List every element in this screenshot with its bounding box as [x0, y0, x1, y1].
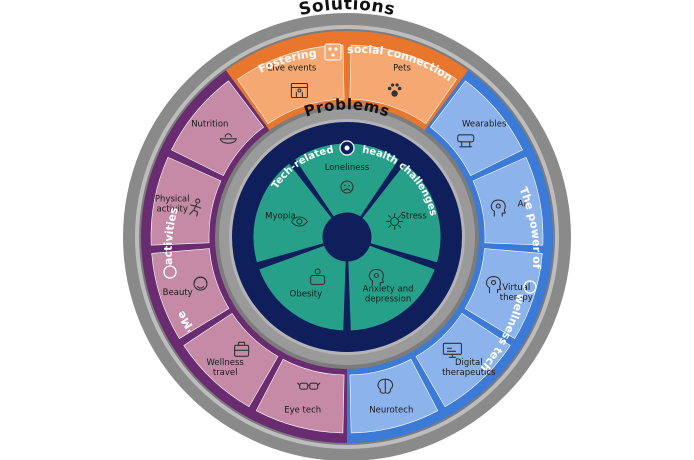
- solution-label-wearables: Wearables: [462, 120, 507, 130]
- eye-tech-icon: [297, 382, 321, 390]
- myopia-icon: [290, 216, 308, 227]
- solution-segment-digital-therapeutics: [415, 312, 511, 408]
- solution-label-pets: Pets: [393, 64, 411, 74]
- solution-segment-physical-activity: [150, 156, 222, 246]
- solution-segment-ai: [472, 156, 544, 246]
- solution-segment-eye-tech: [255, 358, 345, 434]
- solution-segment-live-events: [237, 44, 345, 125]
- anxiety-and-depression-icon: [368, 268, 384, 287]
- wellness-travel-icon: [234, 341, 250, 357]
- smartwatch-icon: [523, 280, 537, 294]
- problem-segment-loneliness: [293, 142, 401, 218]
- live-events-icon: [290, 82, 308, 99]
- problem-segment-stress: [361, 162, 442, 264]
- solution-label-neurotech: Neurotech: [369, 405, 413, 415]
- solution-segment-beauty: [151, 248, 230, 339]
- stress-icon: [386, 212, 404, 231]
- loneliness-icon: [340, 180, 354, 194]
- solution-label-beauty: Beauty: [163, 288, 193, 298]
- solution-segment-virtual-therapy: [464, 248, 543, 339]
- brain-chip-icon: [339, 140, 355, 156]
- problem-label-obesity: Obesity: [290, 290, 322, 300]
- digital-therapeutics-icon: [442, 342, 462, 358]
- beauty-icon: [193, 276, 208, 291]
- solution-label-nutrition: Nutrition: [191, 120, 228, 130]
- pets-icon: [387, 83, 402, 97]
- problem-label-loneliness: Loneliness: [325, 163, 370, 173]
- solution-segment-pets: [349, 44, 457, 125]
- solution-segment-wearables: [430, 80, 523, 177]
- solution-label-eye-tech: Eye tech: [284, 405, 321, 415]
- self-care-hand-icon: [163, 265, 177, 279]
- problem-segment-myopia: [252, 162, 333, 264]
- problem-label-myopia: Myopia: [265, 211, 296, 221]
- virtual-therapy-icon: [485, 276, 502, 294]
- nutrition-icon: [219, 133, 237, 144]
- solution-segment-neurotech: [349, 358, 439, 434]
- problem-segment-obesity: [258, 244, 347, 332]
- physical-activity-icon: [189, 198, 202, 217]
- wearables-icon: [457, 134, 475, 148]
- problem-label-stress: Stress: [401, 211, 428, 221]
- solution-label-live-events: Live events: [268, 64, 317, 74]
- ai-icon: [490, 199, 506, 217]
- problem-segment-anxiety-and-depression: [347, 244, 436, 332]
- network-icon: [324, 43, 342, 61]
- solution-segment-nutrition: [171, 80, 264, 177]
- solution-segment-wellness-travel: [183, 312, 279, 408]
- obesity-icon: [310, 268, 326, 286]
- neurotech-icon: [377, 378, 394, 394]
- problems-center-hub: [327, 217, 367, 257]
- solution-label-ai: AI: [518, 200, 526, 210]
